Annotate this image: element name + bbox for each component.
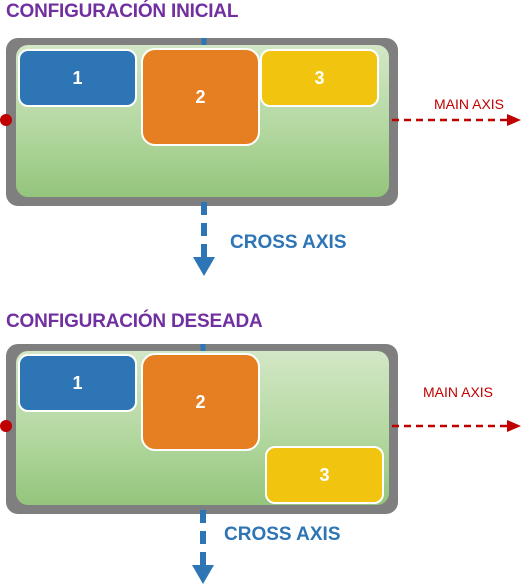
heading-initial-configuration: CONFIGURACIÓN INICIAL xyxy=(6,1,239,22)
main-axis-arrowhead xyxy=(507,420,521,432)
main-axis-label: MAIN AXIS xyxy=(423,384,494,400)
flex-item-2-label: 2 xyxy=(195,391,206,412)
flex-item-2-label: 2 xyxy=(195,86,206,107)
cross-axis-arrowhead xyxy=(192,565,214,584)
cross-axis-label: CROSS AXIS xyxy=(230,232,347,253)
flex-item-3: 3 xyxy=(260,49,379,107)
heading-desired-configuration: CONFIGURACIÓN DESEADA xyxy=(6,311,263,332)
cross-axis-label: CROSS AXIS xyxy=(224,524,341,545)
flex-item-3: 3 xyxy=(265,446,384,504)
flex-item-3-label: 3 xyxy=(314,67,325,88)
flex-item-1: 1 xyxy=(18,49,137,107)
flex-item-1-label: 1 xyxy=(72,372,83,393)
main-axis-label: MAIN AXIS xyxy=(434,96,505,112)
cross-axis-arrowhead xyxy=(193,257,215,276)
flex-item-2: 2 xyxy=(141,48,260,146)
main-axis-arrowhead xyxy=(507,114,521,126)
flex-item-1: 1 xyxy=(18,354,137,412)
flex-item-1-label: 1 xyxy=(72,67,83,88)
flex-item-2: 2 xyxy=(141,353,260,451)
flex-item-3-label: 3 xyxy=(319,464,330,485)
main-axis-start-dot xyxy=(0,420,12,432)
main-axis-start-dot xyxy=(0,114,12,126)
